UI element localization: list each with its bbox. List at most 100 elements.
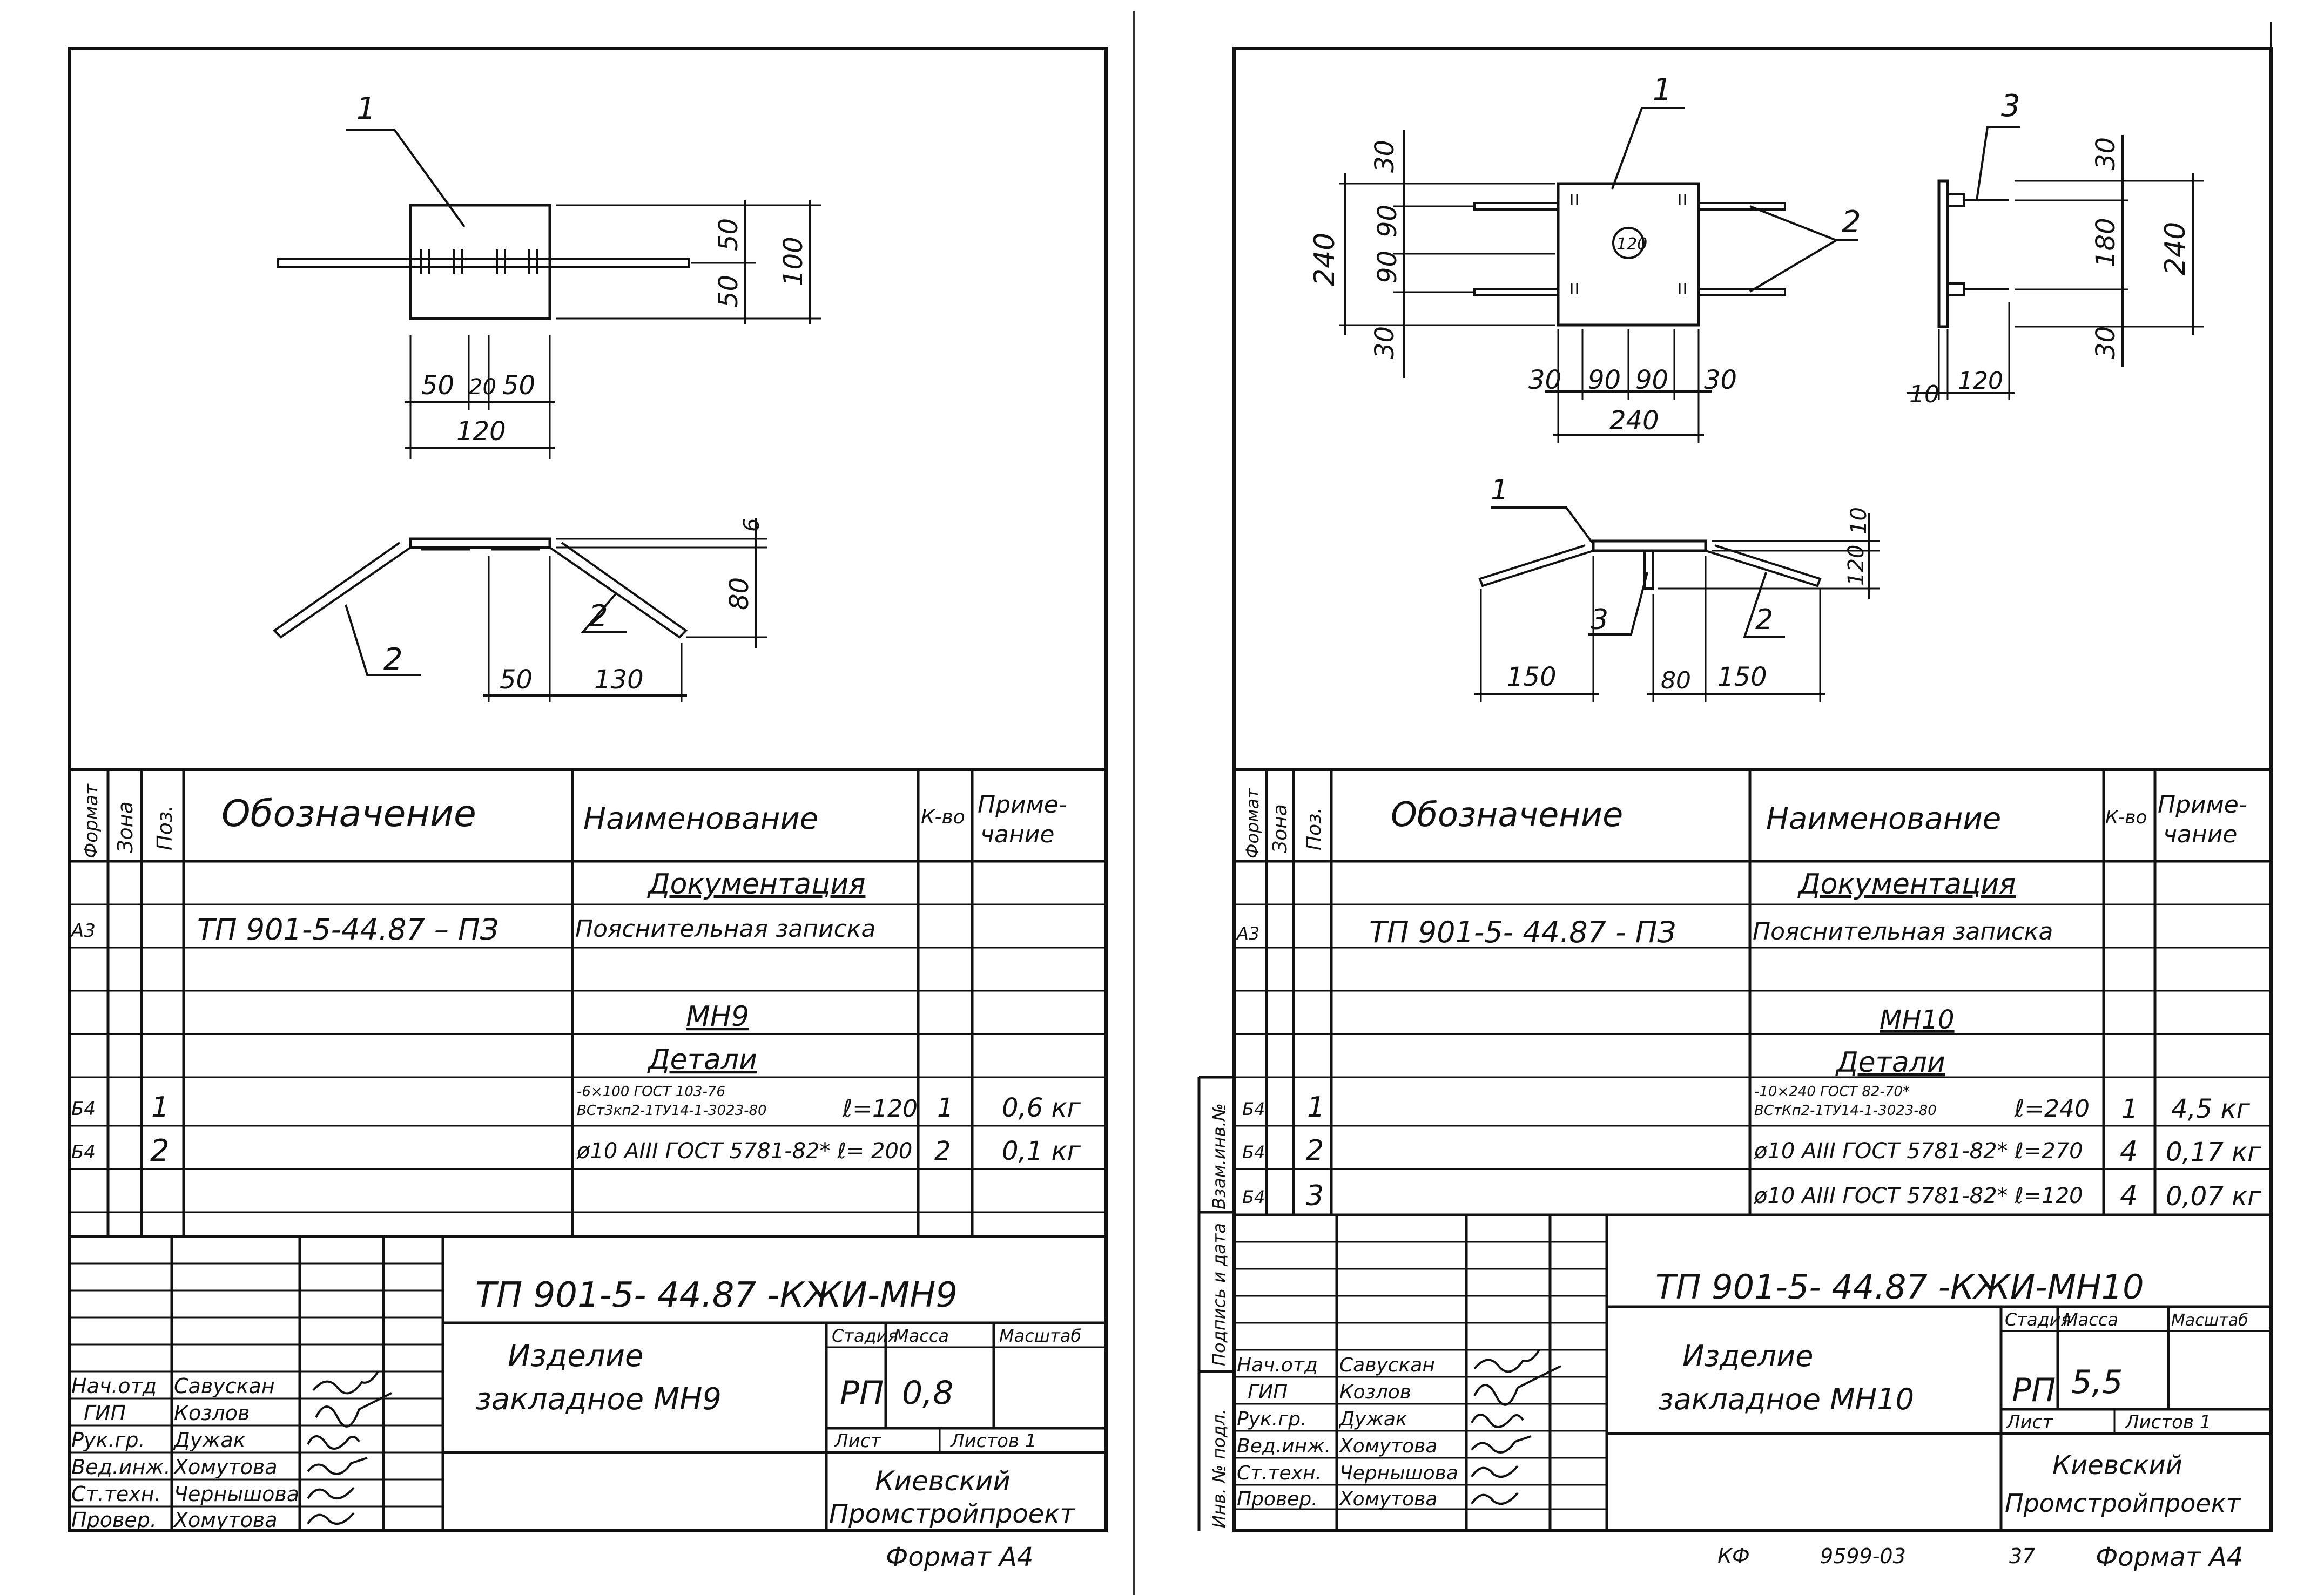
mn10-row2-pos: 2 <box>1306 1134 1324 1167</box>
mn10-item-line1: Изделие <box>1682 1339 1814 1373</box>
mn9-leader-1: 1 <box>356 91 376 126</box>
mn9-row2-name-1: ø10 АIII ГОСТ 5781-82* ℓ= 200 <box>576 1139 912 1164</box>
mn9-hdr-note-2: чание <box>980 821 1054 848</box>
mn10-side-dim-120: 120 <box>1844 545 1869 586</box>
signature-role: ГИП <box>1248 1381 1288 1403</box>
signature-role: Вед.инж. <box>1237 1435 1331 1457</box>
signature-name: Хомутова <box>173 1508 278 1532</box>
mn9-row2-note: 0,1 кг <box>1002 1136 1081 1166</box>
sheet-mn10 <box>1197 22 2273 1532</box>
mn10-org-2: Промстройпроект <box>2005 1489 2241 1518</box>
mn10-row1-length: ℓ=240 <box>2014 1095 2090 1123</box>
mn9-row1-length: ℓ=120 <box>842 1095 918 1123</box>
mn9-org-1: Киевский <box>875 1465 1011 1497</box>
sheet-mn9 <box>68 47 1108 1532</box>
mn9-hdr-zone: Зона <box>113 801 137 853</box>
mn9-mass: 0,8 <box>902 1374 953 1412</box>
signature-role: Ст.техн. <box>1237 1462 1322 1484</box>
mn9-top-view <box>277 129 821 459</box>
mn10-row2-format: Б4 <box>1242 1142 1265 1163</box>
mn9-doc-designation: ТП 901-5-44.87 – ПЗ <box>197 913 499 947</box>
signature-name: Хомутова <box>1338 1488 1437 1510</box>
mn10-handwritten-signatures <box>1471 1349 1561 1505</box>
mn10-row3-name-1: ø10 АIII ГОСТ 5781-82* ℓ=120 <box>1754 1184 2083 1208</box>
mn10-row3-pos: 3 <box>1306 1180 1324 1212</box>
mn9-code: ТП 901-5- 44.87 -КЖИ-МН9 <box>475 1275 958 1315</box>
mn10-side-view <box>1474 506 1880 702</box>
signature-name: Савускан <box>174 1374 275 1398</box>
mn10-hdr-name: Наименование <box>1766 801 2001 836</box>
mn10-dim-b-30b: 30 <box>1704 365 1737 395</box>
mn9-row2-format: Б4 <box>71 1141 96 1163</box>
signature-role: Провер. <box>1237 1488 1318 1510</box>
mn10-hdr-note-1: Приме- <box>2158 791 2247 819</box>
mn9-row1-qty: 1 <box>937 1093 954 1123</box>
mn10-sheets-label: Листов 1 <box>2124 1411 2211 1433</box>
mn9-dim-v-100: 100 <box>778 236 809 286</box>
mn9-spec-grid <box>69 769 1106 1238</box>
mn10-row1-note: 4,5 кг <box>2171 1094 2251 1124</box>
mn10-mass-label: Масса <box>2063 1309 2118 1330</box>
signature-role: Нач.отд <box>71 1374 157 1398</box>
mn10-doc-name: Пояснительная записка <box>1753 918 2053 945</box>
mn10-end-dim-10: 10 <box>1909 381 1939 408</box>
mn10-stamp-sign-date: Подпись и дата <box>1209 1223 1229 1366</box>
mn10-doc-designation: ТП 901-5- 44.87 - ПЗ <box>1369 915 1676 949</box>
mn10-row3-format: Б4 <box>1242 1187 1265 1207</box>
mn10-code: ТП 901-5- 44.87 -КЖИ-МН10 <box>1655 1267 2144 1307</box>
mn10-doc-format: А3 <box>1236 923 1259 944</box>
mn9-side-leader-2a: 2 <box>383 642 403 677</box>
mn9-stage-label: Стадия <box>832 1326 898 1346</box>
mn10-end-view <box>1907 126 2204 400</box>
mn10-end-dim-30b: 30 <box>2091 326 2121 359</box>
mn9-row1-format: Б4 <box>71 1098 96 1120</box>
signature-name: Савускан <box>1339 1354 1435 1376</box>
mn10-hdr-zone: Зона <box>1269 804 1291 853</box>
mn10-row1-qty: 1 <box>2121 1094 2138 1124</box>
mn9-doc-name: Пояснительная записка <box>575 915 875 943</box>
mn10-sheet-label: Лист <box>2005 1411 2053 1433</box>
mn9-row1-pos: 1 <box>151 1091 169 1124</box>
mn9-hdr-pos: Поз. <box>153 805 177 850</box>
signature-role: Ст.техн. <box>71 1482 161 1506</box>
mn10-leader-2: 2 <box>1842 205 1861 240</box>
mn10-scale-label: Масштаб <box>2171 1311 2248 1330</box>
mn10-row1-name-2: ВСтКп2-1ТУ14-1-3023-80 <box>1754 1103 1937 1119</box>
mn10-row2-name-1: ø10 АIII ГОСТ 5781-82* ℓ=270 <box>1754 1139 2083 1164</box>
signature-name: Хомутова <box>1338 1435 1437 1457</box>
mn10-dim-l-90b: 90 <box>1372 251 1403 283</box>
mn9-format-note: Формат А4 <box>886 1542 1033 1572</box>
mn9-org-2: Промстройпроект <box>829 1499 1076 1529</box>
signature-name: Козлов <box>1339 1381 1411 1403</box>
mn9-side-view <box>272 518 767 702</box>
mn10-side-leader-3: 3 <box>1591 604 1608 636</box>
mn10-item-title: МН10 <box>1880 1005 1955 1035</box>
mn9-dim-v-50b: 50 <box>713 275 744 308</box>
mn10-org-1: Киевский <box>2052 1450 2182 1481</box>
mn10-dim-l-90a: 90 <box>1372 205 1403 238</box>
mn10-row2-note: 0,17 кг <box>2166 1137 2261 1167</box>
mn10-end-leader-3: 3 <box>2001 89 2020 124</box>
mn9-hdr-note-1: Приме- <box>978 791 1067 819</box>
mn9-dim-50-b: 50 <box>502 370 535 401</box>
mn9-item-line1: Изделие <box>508 1339 643 1374</box>
mn9-stage: РП <box>840 1374 884 1412</box>
mn10-end-dim-240: 240 <box>2159 222 2192 275</box>
mn9-side-dim-130: 130 <box>594 665 644 695</box>
signature-name: Дужак <box>173 1428 246 1452</box>
signature-name: Дужак <box>1338 1408 1407 1430</box>
mn9-sheet-label: Лист <box>833 1430 881 1452</box>
mn10-side-stamp-grid <box>1197 1076 1234 1531</box>
mn10-dim-l-30a: 30 <box>1370 140 1400 173</box>
mn10-hdr-designation: Обозначение <box>1391 795 1623 834</box>
mn10-end-dim-30a: 30 <box>2091 137 2121 170</box>
mn9-hdr-format: Формат <box>80 783 102 859</box>
mn9-hdr-name: Наименование <box>583 801 818 836</box>
mn10-top-view <box>1339 107 1858 443</box>
mn10-footer-kf: КФ <box>1717 1544 1750 1568</box>
mn10-center-mark: 120 <box>1616 235 1647 254</box>
mn10-row1-format: Б4 <box>1242 1099 1265 1119</box>
mn9-sheets-label: Листов 1 <box>949 1430 1036 1452</box>
signature-name: Чернышова <box>1339 1462 1458 1484</box>
